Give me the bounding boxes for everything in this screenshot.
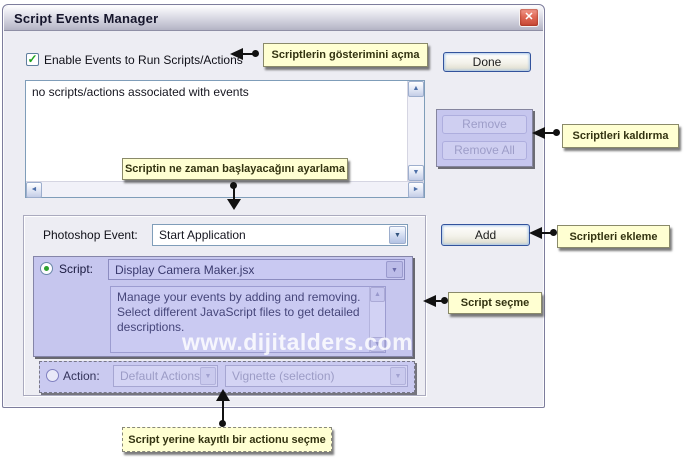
action-name-value: Vignette (selection)	[232, 369, 335, 383]
callout-action-text: Script yerine kayıtlı bir actionu seçme	[128, 433, 326, 446]
connector-line	[222, 400, 224, 422]
callout-add-scripts: Scriptleri ekleme	[557, 225, 670, 248]
connector-line	[543, 132, 557, 134]
horizontal-scrollbar[interactable]: ◄ ►	[26, 181, 424, 198]
action-set-value: Default Actions	[120, 369, 201, 383]
scroll-down-icon: ▼	[412, 169, 420, 176]
script-radio-label: Script:	[59, 262, 94, 276]
action-name-select[interactable]: Vignette (selection) ▼	[225, 365, 408, 387]
connector-dot	[230, 182, 237, 189]
arrow-left-icon	[423, 295, 436, 307]
scroll-down-icon: ▼	[374, 341, 381, 348]
callout-enable-text: Scriptlerin gösterimini açma	[271, 49, 420, 61]
arrow-down-icon	[227, 199, 241, 210]
scroll-up-icon: ▲	[374, 291, 381, 298]
script-description-box: Manage your events by adding and removin…	[110, 286, 386, 353]
connector-line	[434, 300, 446, 302]
description-line: descriptions.	[117, 320, 185, 334]
title-bar[interactable]: Script Events Manager	[4, 6, 543, 31]
scroll-down-button[interactable]: ▼	[408, 165, 424, 181]
scroll-right-button[interactable]: ►	[408, 182, 424, 198]
callout-action-select: Script yerine kayıtlı bir actionu seçme	[122, 427, 332, 452]
arrow-left-icon	[532, 127, 545, 139]
combo-arrow-icon[interactable]: ▼	[386, 261, 403, 278]
connector-dot	[553, 129, 560, 136]
connector-dot	[252, 50, 259, 57]
connector-dot	[550, 229, 557, 236]
callout-script-select: Script seçme	[448, 292, 542, 314]
script-file-select[interactable]: Display Camera Maker.jsx ▼	[108, 259, 405, 280]
script-description-text: Manage your events by adding and removin…	[117, 290, 365, 335]
callout-enable-events: Scriptlerin gösterimini açma	[263, 43, 428, 67]
photoshop-event-value: Start Application	[159, 228, 246, 242]
check-icon: ✓	[27, 52, 38, 66]
connector-dot	[219, 420, 226, 427]
window-title: Script Events Manager	[14, 10, 159, 26]
scroll-up-icon: ▲	[412, 85, 420, 92]
combo-arrow-icon[interactable]: ▼	[200, 367, 216, 385]
add-button[interactable]: Add	[441, 224, 530, 246]
scroll-down-button[interactable]: ▼	[370, 337, 385, 352]
action-radio[interactable]	[46, 369, 59, 382]
combo-arrow-icon[interactable]: ▼	[390, 367, 406, 385]
done-button[interactable]: Done	[443, 52, 531, 72]
scroll-left-icon: ◄	[30, 186, 38, 193]
callout-remove-text: Scriptleri kaldırma	[572, 130, 669, 142]
script-radio[interactable]	[40, 262, 53, 275]
callout-event-timing: Scriptin ne zaman başlayacağını ayarlama	[122, 158, 348, 180]
scroll-left-button[interactable]: ◄	[26, 182, 42, 198]
script-list[interactable]: no scripts/actions associated with event…	[25, 80, 425, 198]
connector-line	[241, 53, 255, 55]
description-scrollbar[interactable]: ▲ ▼	[369, 287, 385, 352]
scroll-up-button[interactable]: ▲	[370, 287, 385, 302]
scroll-right-icon: ►	[412, 186, 420, 193]
script-file-value: Display Camera Maker.jsx	[115, 263, 255, 277]
description-line: Manage your events by adding and removin…	[117, 290, 361, 304]
action-radio-label: Action:	[63, 369, 100, 383]
remove-highlight-panel: Remove Remove All	[436, 109, 533, 167]
action-set-select[interactable]: Default Actions ▼	[113, 365, 218, 387]
remove-button[interactable]: Remove	[442, 115, 527, 134]
arrow-left-icon	[230, 48, 243, 60]
remove-all-button[interactable]: Remove All	[442, 141, 527, 160]
script-events-manager-dialog: Script Events Manager ✕ ✓ Enable Events …	[2, 4, 545, 408]
vertical-scrollbar[interactable]: ▲ ▼	[407, 81, 424, 181]
combo-arrow-icon[interactable]: ▼	[389, 226, 406, 244]
script-list-empty-text: no scripts/actions associated with event…	[32, 85, 249, 99]
scroll-up-button[interactable]: ▲	[408, 81, 424, 97]
callout-event-text: Scriptin ne zaman başlayacağını ayarlama	[124, 163, 346, 175]
connector-dot	[441, 297, 448, 304]
close-icon: ✕	[524, 11, 534, 23]
connector-line	[540, 232, 554, 234]
radio-selected-dot-icon	[44, 266, 49, 271]
arrow-up-icon	[216, 389, 230, 401]
callout-script-text: Script seçme	[460, 297, 530, 309]
callout-remove-scripts: Scriptleri kaldırma	[562, 124, 679, 148]
close-button[interactable]: ✕	[519, 8, 539, 27]
description-line: Select different JavaScript files to get…	[117, 305, 360, 319]
photoshop-event-select[interactable]: Start Application ▼	[152, 224, 408, 246]
enable-events-checkbox[interactable]: ✓	[26, 53, 39, 66]
photoshop-event-label: Photoshop Event:	[43, 228, 138, 242]
arrow-left-icon	[529, 227, 542, 239]
enable-events-label: Enable Events to Run Scripts/Actions	[44, 53, 243, 67]
connector-line	[233, 188, 235, 200]
callout-add-text: Scriptleri ekleme	[569, 230, 658, 243]
